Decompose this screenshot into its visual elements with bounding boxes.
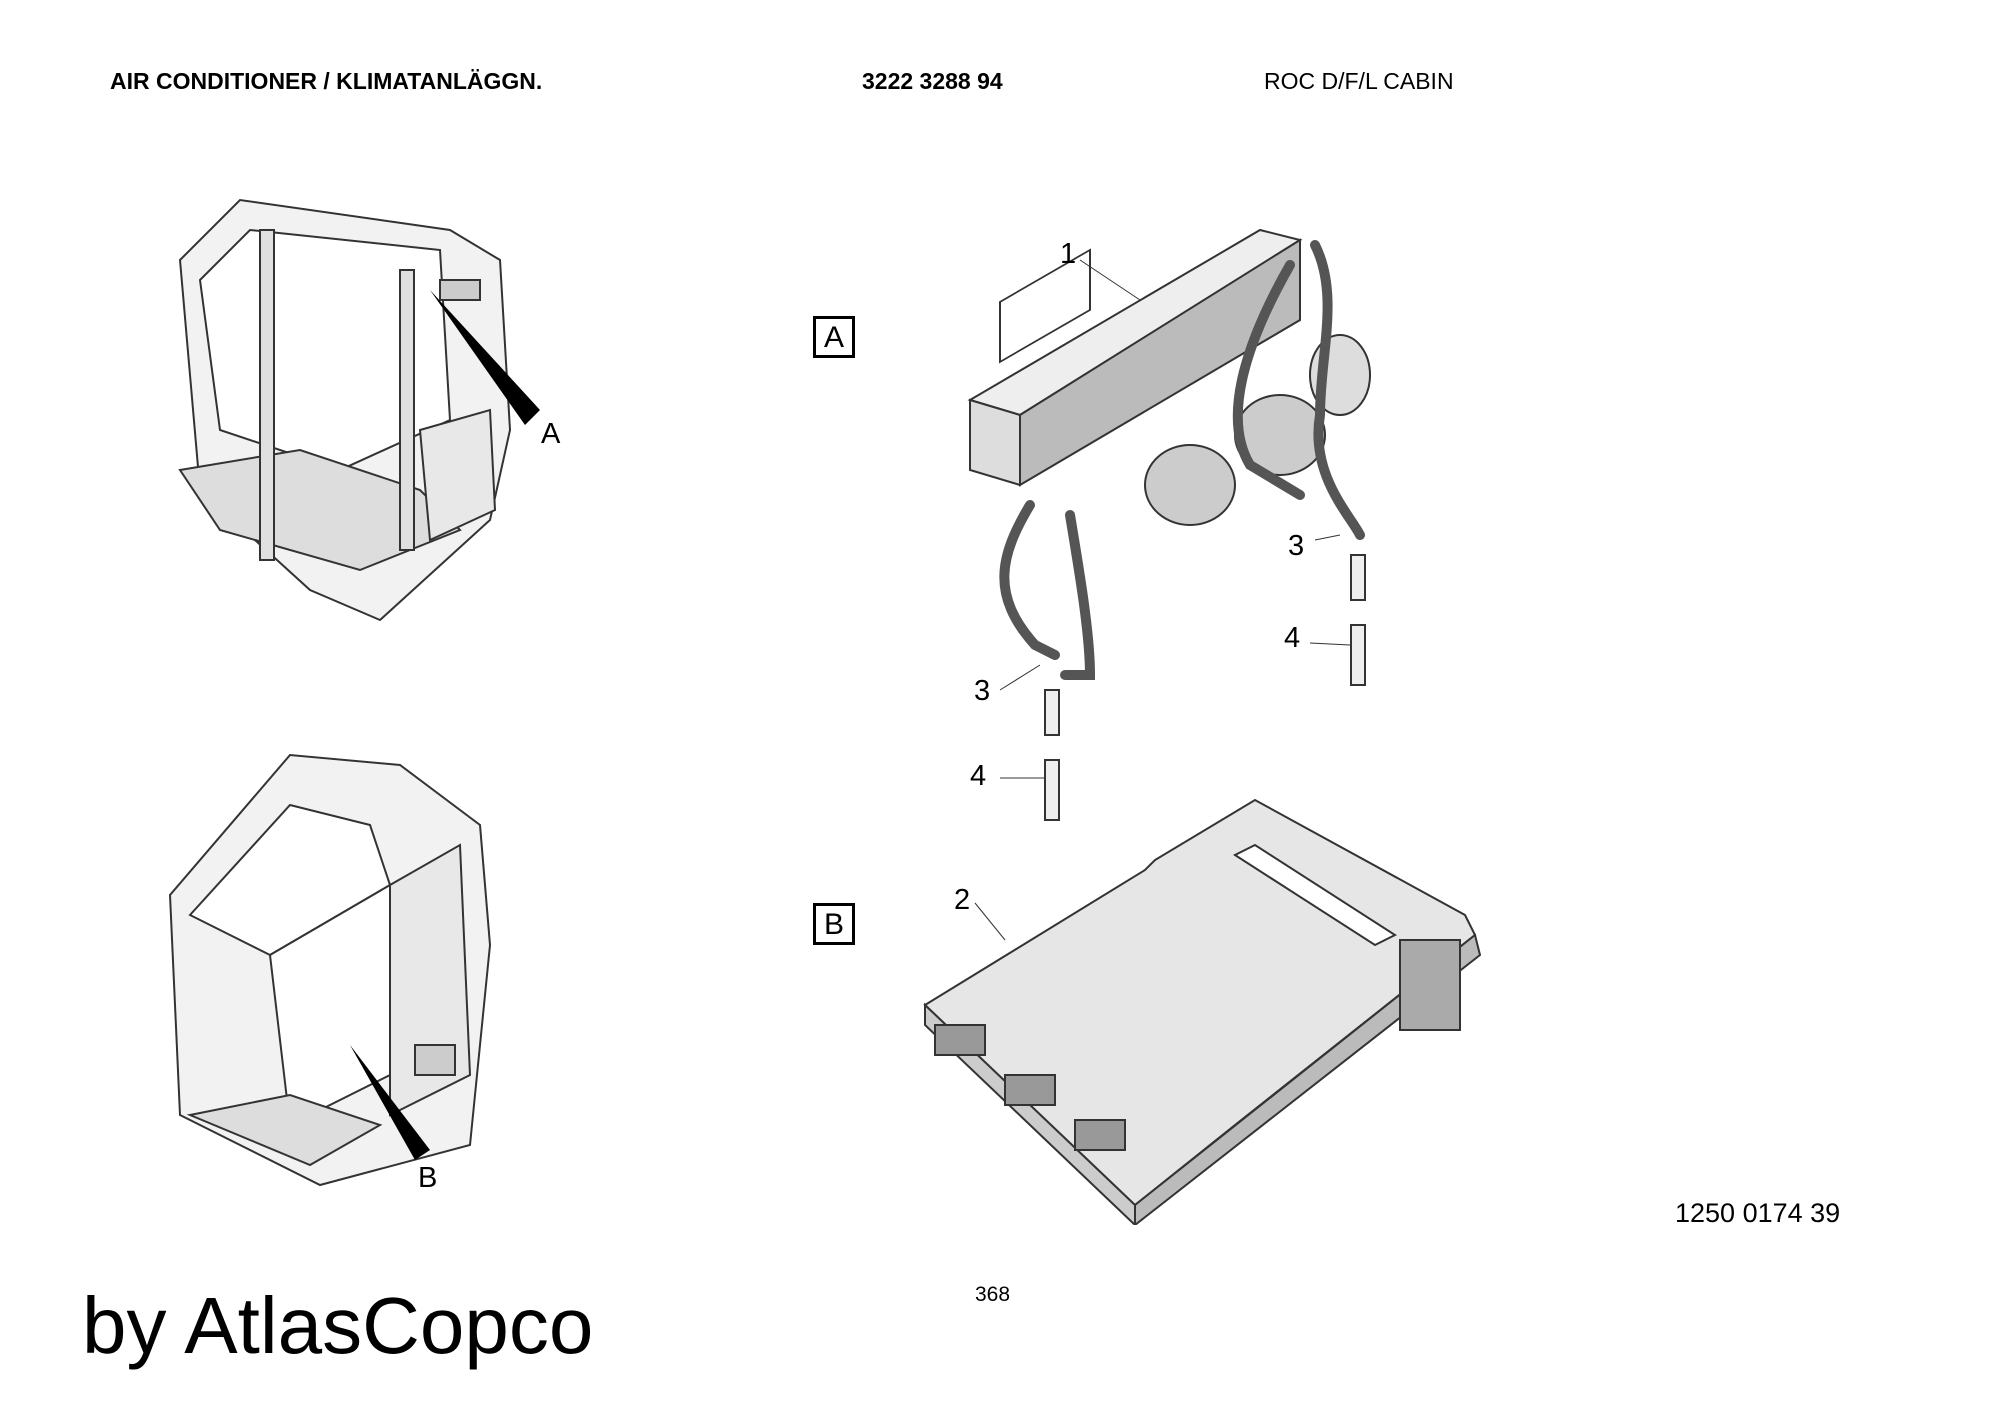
document-title: AIR CONDITIONER / KLIMATANLÄGGN. xyxy=(110,68,543,94)
callout-item-4-right: 4 xyxy=(1284,622,1301,654)
part-number: 3222 3288 94 xyxy=(862,68,1003,94)
callout-item-1: 1 xyxy=(1060,238,1077,270)
brand-watermark: by AtlasCopco xyxy=(82,1281,594,1370)
drawing-number: 1250 0174 39 xyxy=(1675,1198,1841,1228)
view-b-label: B xyxy=(813,903,855,945)
callout-item-3-left: 3 xyxy=(974,675,991,707)
cabin-illustration-b xyxy=(168,753,492,1187)
roof-unit-assembly xyxy=(923,798,1482,1225)
model-name: ROC D/F/L CABIN xyxy=(1264,68,1454,94)
cabin-illustration-a xyxy=(178,198,540,622)
view-a-label: A xyxy=(813,316,855,358)
callout-item-4-left: 4 xyxy=(970,760,987,792)
view-a-marker: A xyxy=(541,418,561,450)
view-b-marker: B xyxy=(418,1162,438,1194)
page-number: 368 xyxy=(975,1283,1011,1306)
callout-item-3-right: 3 xyxy=(1288,530,1305,562)
evaporator-assembly xyxy=(967,228,1371,821)
callout-item-2: 2 xyxy=(954,884,971,916)
